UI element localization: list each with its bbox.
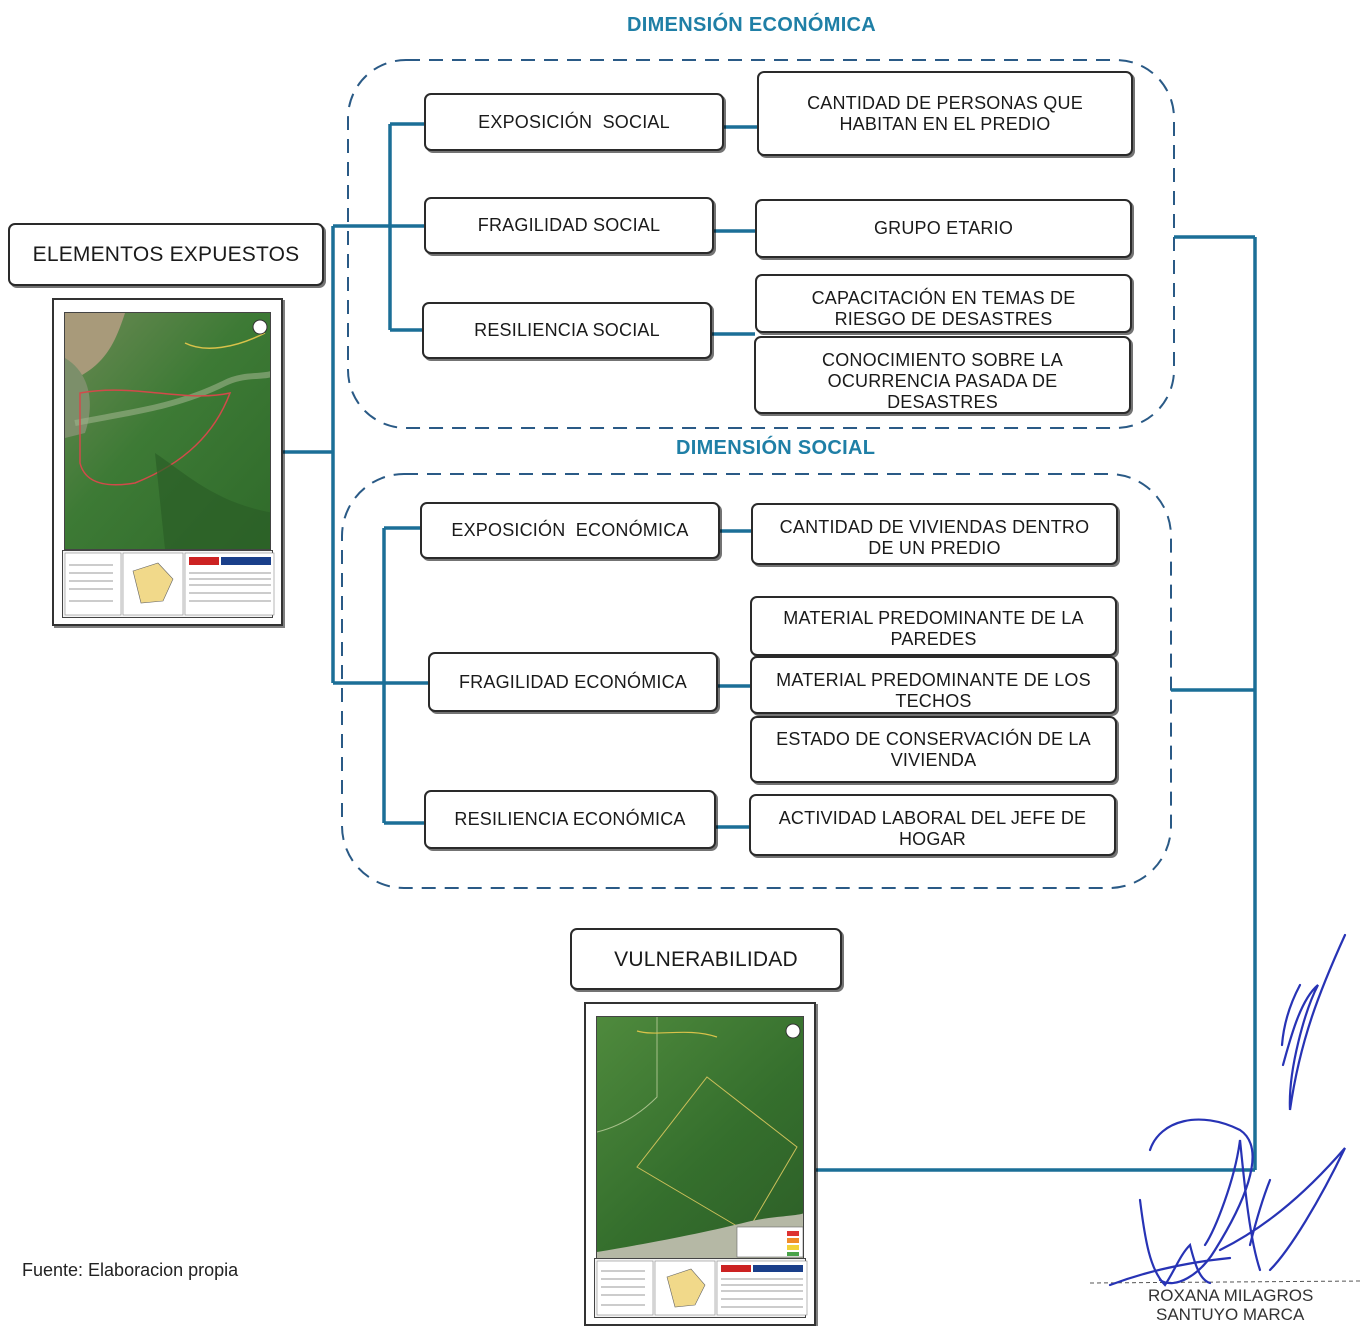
signature-name-line1: ROXANA MILAGROS [1148, 1286, 1314, 1305]
factor-resiliencia-social: RESILIENCIA SOCIAL [422, 302, 712, 359]
map-legend [62, 550, 275, 618]
indicator-conocimiento-label: CONOCIMIENTO SOBRE LA OCURRENCIA PASADA … [822, 350, 1063, 412]
vulnerabilidad-label: VULNERABILIDAD [614, 947, 798, 971]
indicator-cantidad-viviendas-label: CANTIDAD DE VIVIENDAS DENTRO DE UN PREDI… [779, 517, 1090, 558]
factor-resiliencia-economica: RESILIENCIA ECONÓMICA [424, 790, 716, 849]
map-legend-graphic [64, 552, 275, 616]
signature-line [1089, 1280, 1362, 1284]
indicator-estado-conservacion-label: ESTADO DE CONSERVACIÓN DE LA VIVIENDA [776, 728, 1091, 770]
indicator-material-techos: MATERIAL PREDOMINANTE DE LOS TECHOS [750, 656, 1117, 714]
map-vulnerabilidad [584, 1002, 816, 1326]
upper-group-outline [347, 59, 1175, 429]
dimension-economica-title: DIMENSIÓN ECONÓMICA [627, 14, 877, 36]
elementos-expuestos-box: ELEMENTOS EXPUESTOS [8, 223, 324, 286]
indicator-grupo-etario-label: GRUPO ETARIO [873, 218, 1014, 238]
signature-ink [1108, 933, 1347, 1287]
elementos-expuestos-label: ELEMENTOS EXPUESTOS [32, 243, 300, 266]
satellite-map-graphic [597, 1017, 803, 1260]
map-image [64, 312, 271, 550]
signature-name-line2: SANTUYO MARCA [1156, 1305, 1305, 1324]
factor-exposicion-economica-label: EXPOSICIÓN ECONÓMICA [451, 520, 689, 540]
factor-exposicion-social-label: EXPOSICIÓN SOCIAL [478, 111, 670, 132]
indicator-capacitacion: CAPACITACIÓN EN TEMAS DE RIESGO DE DESAS… [755, 274, 1132, 333]
map-elementos-expuestos [52, 298, 283, 626]
dimension-social-title: DIMENSIÓN SOCIAL [676, 437, 876, 459]
indicator-capacitacion-label: CAPACITACIÓN EN TEMAS DE RIESGO DE DESAS… [811, 288, 1076, 329]
map-legend [594, 1258, 808, 1318]
factor-fragilidad-social: FRAGILIDAD SOCIAL [424, 197, 714, 254]
factor-fragilidad-social-label: FRAGILIDAD SOCIAL [477, 215, 661, 235]
factor-fragilidad-economica: FRAGILIDAD ECONÓMICA [428, 652, 718, 712]
map-image [596, 1016, 804, 1261]
indicator-cantidad-personas: CANTIDAD DE PERSONAS QUE HABITAN EN EL P… [757, 71, 1133, 156]
indicator-actividad-laboral: ACTIVIDAD LABORAL DEL JEFE DE HOGAR [749, 794, 1116, 856]
indicator-grupo-etario: GRUPO ETARIO [755, 199, 1132, 258]
indicator-cantidad-viviendas: CANTIDAD DE VIVIENDAS DENTRO DE UN PREDI… [751, 503, 1118, 565]
indicator-estado-conservacion: ESTADO DE CONSERVACIÓN DE LA VIVIENDA [750, 716, 1117, 783]
indicator-conocimiento: CONOCIMIENTO SOBRE LA OCURRENCIA PASADA … [754, 336, 1131, 414]
indicator-material-paredes: MATERIAL PREDOMINANTE DE LA PAREDES [750, 596, 1117, 656]
factor-exposicion-social: EXPOSICIÓN SOCIAL [424, 93, 724, 151]
vulnerabilidad-box: VULNERABILIDAD [570, 928, 842, 990]
satellite-map-graphic [65, 313, 270, 549]
factor-fragilidad-economica-label: FRAGILIDAD ECONÓMICA [458, 671, 688, 692]
lower-group-outline [341, 473, 1172, 889]
factor-exposicion-economica: EXPOSICIÓN ECONÓMICA [420, 502, 720, 559]
factor-resiliencia-economica-label: RESILIENCIA ECONÓMICA [454, 809, 686, 829]
indicator-actividad-laboral-label: ACTIVIDAD LABORAL DEL JEFE DE HOGAR [778, 808, 1087, 849]
indicator-material-techos-label: MATERIAL PREDOMINANTE DE LOS TECHOS [776, 670, 1091, 711]
indicator-material-paredes-label: MATERIAL PREDOMINANTE DE LA PAREDES [783, 608, 1084, 649]
factor-resiliencia-social-label: RESILIENCIA SOCIAL [474, 320, 660, 340]
map-legend-graphic [596, 1260, 808, 1316]
source-caption: Fuente: Elaboracion propia [22, 1260, 239, 1280]
indicator-cantidad-personas-label: CANTIDAD DE PERSONAS QUE HABITAN EN EL P… [807, 92, 1083, 134]
